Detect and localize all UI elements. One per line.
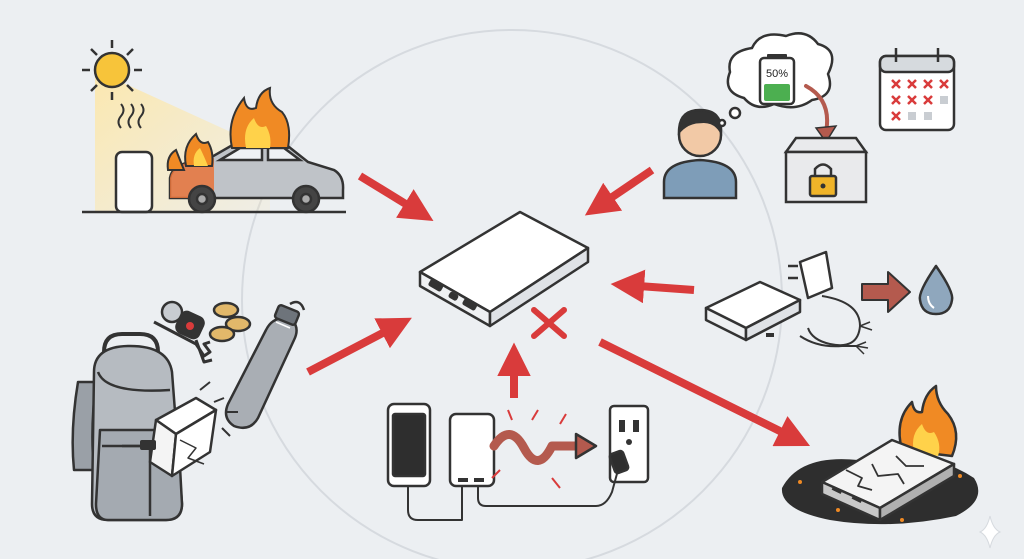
person-icon [662, 108, 738, 200]
wall-cable [477, 469, 619, 507]
battery-percent-label: 50% [766, 68, 788, 80]
frayed-cable [807, 295, 861, 347]
calendar-icon [878, 48, 956, 132]
arrow-damaged-charger [610, 269, 695, 304]
right-arrow-icon [861, 271, 911, 313]
spark-lines [491, 409, 567, 489]
coins-icon [208, 301, 252, 343]
keys-icon [153, 300, 213, 364]
backpack-with-metal-objects-icon [71, 300, 306, 522]
impact-lines [199, 381, 238, 437]
wall-plug-icon [788, 250, 834, 300]
car-fire-icon [166, 86, 291, 171]
flame-icon [898, 384, 958, 458]
battery-half-icon: 50% [758, 54, 796, 106]
wavy-heat-arrow [489, 430, 587, 465]
sparkle-icon [978, 515, 1002, 549]
sun-icon [82, 40, 142, 100]
metal-water-bottle-icon [224, 300, 306, 429]
backpack-icon [71, 332, 218, 522]
prohibited-cross-icon [531, 307, 567, 339]
heat-waves-icon [117, 103, 145, 129]
arrow-heat [357, 172, 434, 222]
power-bank-icon [418, 210, 590, 328]
small-power-bank-icon [448, 412, 496, 488]
parked-power-bank [114, 150, 154, 214]
hot-car-in-sun-icon [82, 40, 346, 214]
spark-dots [798, 474, 962, 522]
water-drop-icon [918, 264, 954, 316]
charging-while-charging-icon [386, 402, 650, 521]
damaged-charger-cable-water-icon [704, 250, 954, 355]
arrow-backpack [306, 317, 412, 376]
car-icon [168, 141, 345, 214]
hazard-arrows [306, 166, 811, 447]
phone-icon [386, 402, 432, 488]
storage-box-icon [783, 136, 869, 204]
phone-cable [407, 486, 463, 521]
crack-lines [845, 455, 924, 491]
storage-at-half-charge-icon: 50% [662, 32, 956, 204]
arrow-overheating [598, 338, 811, 447]
burning-cracked-power-bank-icon [781, 384, 979, 525]
bag-power-bank [148, 396, 218, 478]
arrow-storage [584, 166, 655, 216]
